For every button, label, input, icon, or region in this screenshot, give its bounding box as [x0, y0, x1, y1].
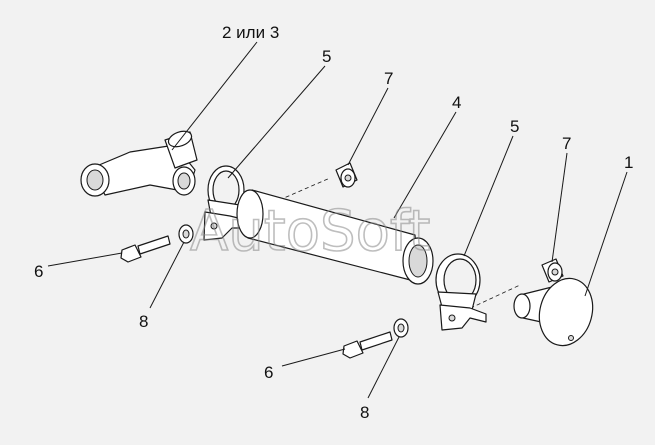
callout-1: 1 — [624, 153, 633, 172]
bolt-lower — [342, 331, 393, 359]
callout-4: 4 — [452, 93, 461, 112]
leader-6a — [47, 252, 123, 267]
leader-5a — [227, 65, 326, 179]
leader-7b — [551, 152, 568, 263]
leader-4 — [393, 111, 457, 219]
callout-5-upper: 5 — [322, 47, 331, 66]
callout-8-lower: 8 — [360, 403, 369, 422]
callout-8-upper: 8 — [139, 312, 148, 331]
washer-lower — [393, 318, 409, 338]
watermark: AutoSoft — [190, 199, 431, 264]
callout-7-lower: 7 — [562, 134, 571, 153]
callout-6-upper: 6 — [34, 262, 43, 281]
leader-8a — [149, 241, 185, 309]
bolt-upper — [120, 235, 171, 263]
sleeve-upper — [335, 162, 358, 188]
leader-1 — [584, 171, 628, 297]
callout-5-lower: 5 — [510, 117, 519, 136]
clamp-lower — [435, 253, 487, 331]
callout-6-lower: 6 — [264, 363, 273, 382]
washer-upper — [178, 224, 194, 244]
end-cap — [513, 277, 594, 347]
callout-7-upper: 7 — [384, 69, 393, 88]
callout-2-or-3: 2 или 3 — [222, 23, 279, 42]
main-pipe — [236, 189, 434, 285]
leader-5b — [463, 135, 514, 257]
clamp-upper — [203, 165, 247, 241]
leader-8b — [367, 336, 400, 399]
leader-7a — [347, 87, 389, 166]
leader-6b — [281, 348, 346, 367]
leader-23 — [171, 41, 258, 151]
sleeve-lower — [541, 258, 564, 283]
tee-pipe — [80, 130, 198, 197]
